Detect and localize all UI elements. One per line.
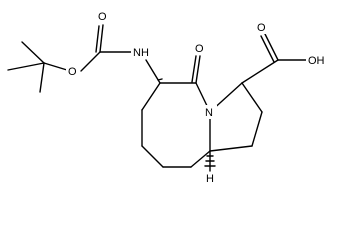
bridgehead-hashed-bond xyxy=(204,150,216,172)
acid-hydroxyl-label: OH xyxy=(308,55,325,67)
lactam-carbonyl xyxy=(191,55,201,84)
carbamate-carbonyl-oxygen-label: O xyxy=(98,11,107,23)
amide-nh-label: NH xyxy=(133,47,149,59)
bridgehead-hydrogen-label: H xyxy=(206,173,214,185)
eight-membered-ring xyxy=(141,82,211,168)
nh-to-stereocenter-bond xyxy=(145,59,161,84)
carboxylic-acid-group xyxy=(241,33,308,84)
carbamate-ether-oxygen-label: O xyxy=(68,66,77,78)
molecule-structure-diagram: O O NH O O OH N H xyxy=(7,11,325,185)
hashed-wedge-nh xyxy=(157,78,163,81)
lactam-oxygen-label: O xyxy=(195,43,204,55)
ring-nitrogen-label: N xyxy=(205,107,213,119)
tert-butyl-group xyxy=(7,41,68,93)
boc-carbamate xyxy=(80,24,133,72)
acid-carbonyl-oxygen-label: O xyxy=(257,22,266,34)
pyrrolidine-ring xyxy=(209,82,263,152)
